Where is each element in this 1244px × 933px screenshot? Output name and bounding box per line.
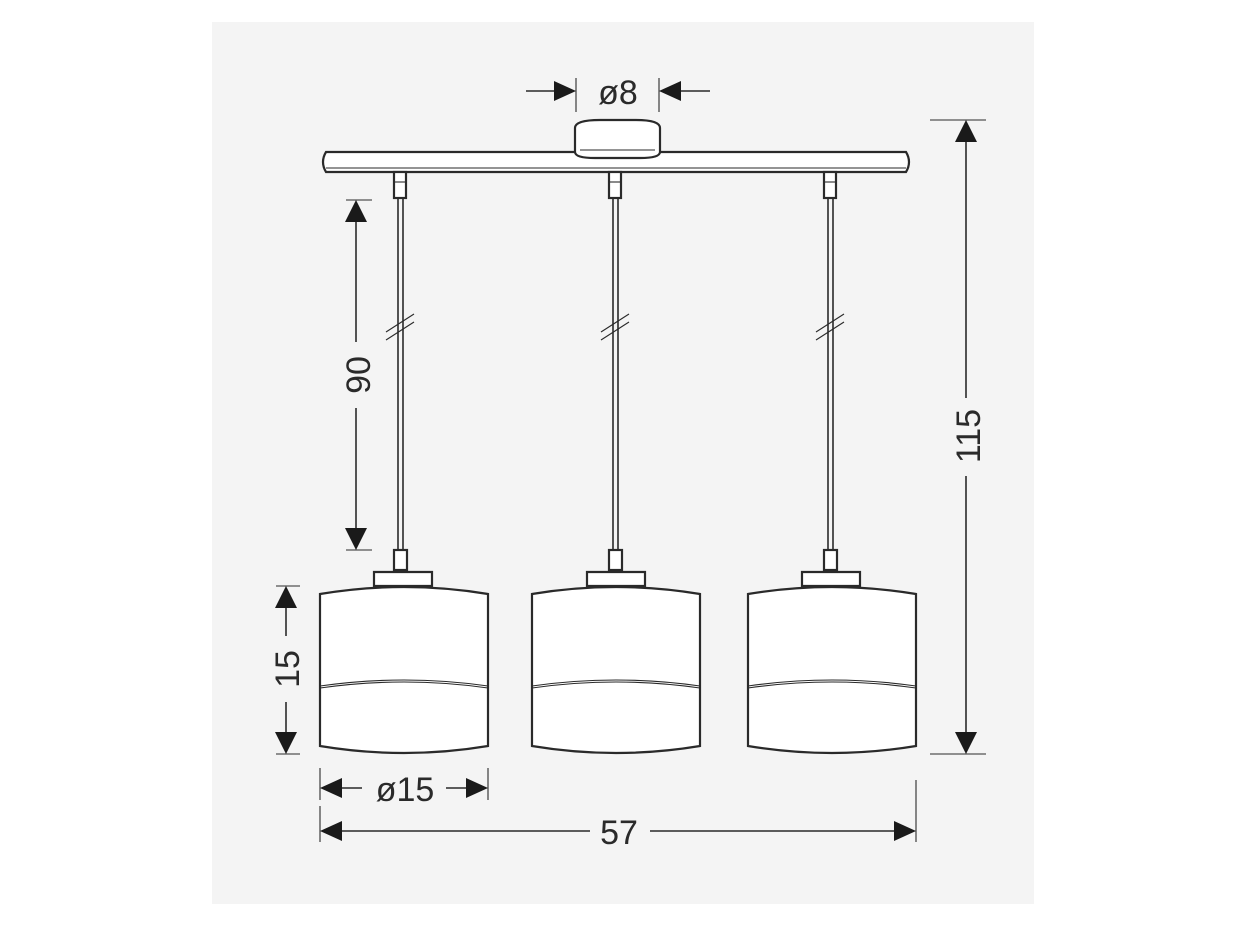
break-mark bbox=[385, 321, 415, 341]
dimension-drop-length: 90 bbox=[340, 199, 378, 551]
pendant-1 bbox=[318, 170, 490, 755]
dimension-shade-height: 15 bbox=[269, 585, 307, 755]
dimension-canopy-diameter: ø8 bbox=[526, 74, 710, 112]
pendant-3 bbox=[746, 170, 918, 755]
cable-grip-bottom bbox=[822, 548, 839, 572]
break-mark bbox=[600, 321, 630, 341]
cable-grip-bottom bbox=[607, 548, 624, 572]
canopy-diameter-label: ø8 bbox=[598, 74, 638, 112]
ceiling-bar bbox=[321, 150, 911, 174]
shade-cap bbox=[800, 570, 862, 588]
total-width-label: 57 bbox=[600, 814, 638, 852]
shade-cap bbox=[585, 570, 647, 588]
cable-grip-top bbox=[607, 170, 623, 200]
shade bbox=[530, 585, 702, 755]
cable-grip-bottom bbox=[392, 548, 409, 572]
canopy bbox=[573, 118, 662, 160]
shade-height-label: 15 bbox=[269, 650, 307, 688]
pendant-2 bbox=[530, 170, 702, 755]
cable-grip-top bbox=[822, 170, 838, 200]
dimension-shade-diameter: ø15 bbox=[319, 768, 489, 809]
shade bbox=[746, 585, 918, 755]
drop-length-label: 90 bbox=[340, 356, 378, 394]
break-mark bbox=[815, 321, 845, 341]
dimension-total-width: 57 bbox=[319, 780, 917, 852]
shade bbox=[318, 585, 490, 755]
total-height-label: 115 bbox=[950, 409, 988, 463]
cable-grip-top bbox=[392, 170, 408, 200]
shade-diameter-label: ø15 bbox=[376, 771, 435, 809]
shade-cap bbox=[372, 570, 434, 588]
dimension-total-height: 115 bbox=[930, 119, 988, 755]
